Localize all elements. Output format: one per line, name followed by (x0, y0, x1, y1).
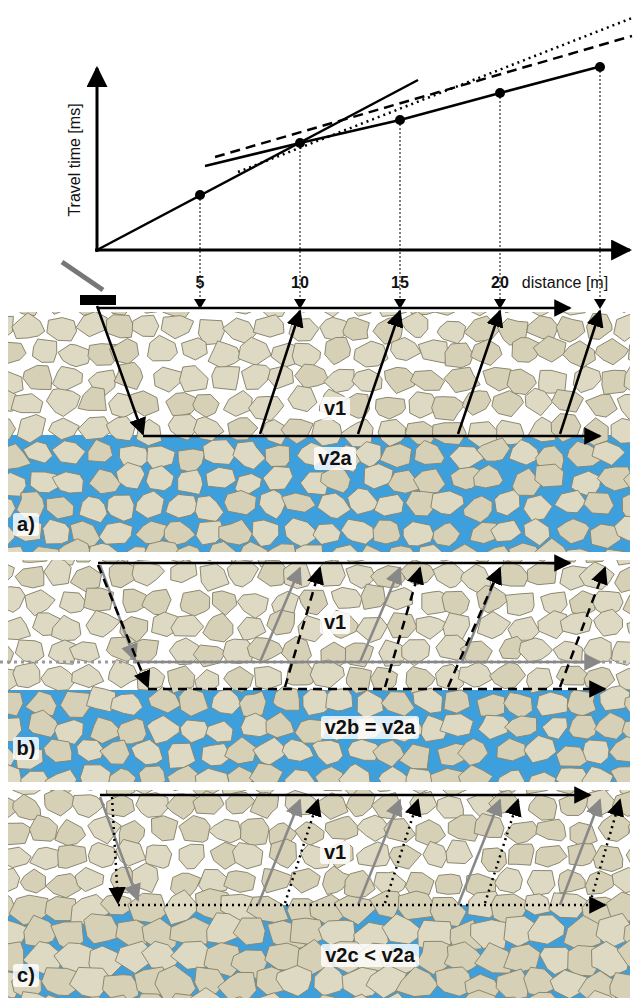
ray (258, 800, 300, 905)
ray (358, 311, 400, 434)
ray (260, 568, 300, 662)
data-point (495, 88, 505, 98)
ray (590, 800, 620, 903)
ray (118, 904, 605, 907)
drop-line (500, 93, 501, 300)
direct-ray (100, 794, 590, 797)
dotted-fit (238, 18, 632, 172)
data-point (195, 190, 205, 200)
previous-interface (0, 661, 630, 664)
data-point (295, 138, 305, 148)
ray (100, 797, 138, 900)
direct-ray (98, 562, 570, 565)
velocity-label: v2a (314, 447, 355, 470)
ray (560, 800, 600, 905)
rock-panel (8, 312, 630, 552)
panel-label: b) (13, 737, 40, 760)
ray (385, 800, 418, 903)
ray (358, 800, 400, 905)
tick-label: 10 (291, 274, 309, 292)
drop-line (400, 120, 401, 300)
rock-panel (8, 560, 630, 782)
velocity-label: v2b = v2a (321, 716, 420, 739)
tick-label: 20 (491, 274, 509, 292)
y-axis (96, 68, 99, 252)
ray (560, 311, 600, 434)
ray (448, 568, 500, 687)
velocity-label: v1 (320, 397, 350, 420)
ray (112, 797, 118, 903)
hammer-handle (62, 262, 103, 290)
ray (560, 568, 605, 687)
ray (285, 800, 318, 903)
data-point (395, 115, 405, 125)
axis-title: Travel time [ms] (66, 103, 84, 216)
rock-panel (8, 790, 630, 998)
direct-ray (98, 307, 570, 310)
hammer-plate (80, 295, 116, 305)
ray (462, 568, 500, 662)
direct-fit (97, 80, 418, 250)
ray (458, 800, 500, 905)
x-axis (95, 249, 630, 252)
ray (285, 568, 320, 687)
ray (485, 800, 518, 903)
velocity-label: v2c < v2a (321, 944, 419, 967)
dashed-fit (215, 36, 632, 157)
tick-label: 5 (196, 274, 205, 292)
ray (385, 568, 420, 687)
travel-time-line (205, 66, 602, 166)
panel-label: a) (13, 513, 39, 536)
panel-label: c) (13, 964, 39, 987)
data-point (595, 62, 605, 72)
ray (97, 306, 143, 434)
drop-line (600, 67, 601, 300)
ray (98, 565, 148, 687)
ray (458, 311, 500, 434)
ray (260, 311, 300, 434)
velocity-label: v1 (320, 611, 350, 634)
ray (360, 568, 400, 662)
ray (148, 688, 605, 691)
ray (135, 661, 600, 664)
head-wave (143, 435, 600, 438)
velocity-label: v1 (320, 841, 350, 864)
axis-title: distance [m] (522, 274, 608, 292)
tick-label: 15 (391, 274, 409, 292)
geophone (594, 299, 606, 309)
